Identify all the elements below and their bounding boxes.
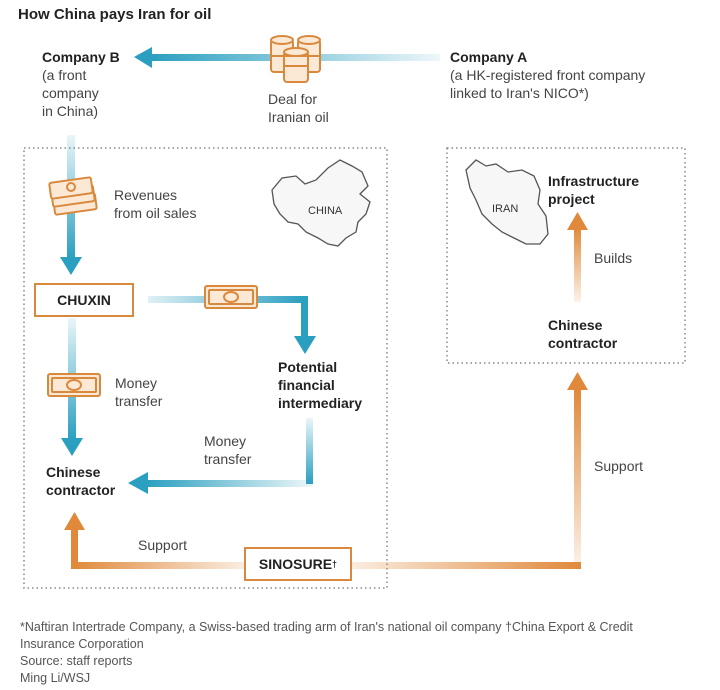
intermediary-label: Potential financial intermediary bbox=[278, 358, 362, 412]
money-icon-mid bbox=[204, 285, 258, 309]
company-a-name: Company A bbox=[450, 49, 528, 65]
iran-map-label: IRAN bbox=[492, 203, 519, 215]
intermediary-3: intermediary bbox=[278, 395, 363, 411]
chinese-contractor-left: Chinese contractor bbox=[46, 463, 115, 499]
builds-arrow bbox=[567, 212, 588, 302]
sinosure-box: SINOSURE† bbox=[244, 547, 352, 581]
chuxin-box: CHUXIN bbox=[34, 283, 134, 317]
intermediary-1: Potential bbox=[278, 359, 338, 375]
sinosure-name: SINOSURE bbox=[258, 556, 333, 572]
money-transfer-right-arrow bbox=[128, 418, 313, 494]
support-right-label: Support bbox=[594, 458, 644, 474]
chinese-contractor-right: Chinese contractor bbox=[548, 316, 617, 352]
company-b-desc-3: in China) bbox=[42, 103, 99, 119]
footnote-line-2: Insurance Corporation bbox=[20, 637, 144, 651]
support-left-arrow bbox=[64, 512, 245, 569]
company-a-desc-1: (a HK-registered front company bbox=[450, 67, 646, 83]
chinese-contractor-left-1: Chinese bbox=[46, 464, 101, 480]
builds-label: Builds bbox=[594, 250, 633, 266]
company-b-desc: (a front company in China) bbox=[42, 66, 120, 120]
infrastructure-1: Infrastructure bbox=[548, 173, 640, 189]
footnotes: *Naftiran Intertrade Company, a Swiss-ba… bbox=[20, 619, 710, 687]
company-a-desc-2: linked to Iran's NICO*) bbox=[450, 85, 589, 101]
revenues-label-1: Revenues bbox=[114, 187, 178, 203]
china-map-label: CHINA bbox=[308, 205, 343, 217]
china-region-frame bbox=[23, 147, 388, 589]
money-transfer-right-2: transfer bbox=[204, 451, 252, 467]
deal-label-2: Iranian oil bbox=[268, 109, 329, 125]
sinosure-mark: † bbox=[332, 559, 338, 569]
company-a-desc: (a HK-registered front company linked to… bbox=[450, 66, 645, 102]
source-note: Source: staff reports bbox=[20, 654, 133, 668]
footnote-line-1: *Naftiran Intertrade Company, a Swiss-ba… bbox=[20, 620, 633, 634]
money-stack-icon bbox=[48, 176, 98, 216]
company-b: Company B (a front company in China) bbox=[42, 48, 120, 120]
company-b-desc-1: (a front bbox=[42, 67, 87, 83]
deal-label: Deal for Iranian oil bbox=[268, 90, 329, 126]
intermediary-2: financial bbox=[278, 377, 335, 393]
iran-map bbox=[465, 159, 549, 245]
diagram-title: How China pays Iran for oil bbox=[18, 6, 212, 23]
chinese-contractor-right-1: Chinese bbox=[548, 317, 603, 333]
support-left-label: Support bbox=[138, 537, 188, 553]
revenues-label: Revenues from oil sales bbox=[114, 186, 196, 222]
company-a: Company A (a HK-registered front company… bbox=[450, 48, 645, 102]
iran-region-frame bbox=[446, 147, 686, 364]
money-transfer-left-2: transfer bbox=[115, 393, 163, 409]
deal-label-1: Deal for bbox=[268, 91, 318, 107]
company-b-name: Company B bbox=[42, 49, 120, 65]
chinese-contractor-left-2: contractor bbox=[46, 482, 116, 498]
chinese-contractor-right-2: contractor bbox=[548, 335, 618, 351]
money-transfer-right-1: Money bbox=[204, 433, 247, 449]
infrastructure-2: project bbox=[548, 191, 595, 207]
money-transfer-left-1: Money bbox=[115, 375, 158, 391]
china-map bbox=[271, 159, 371, 247]
company-b-desc-2: company bbox=[42, 85, 99, 101]
money-transfer-right-label: Money transfer bbox=[204, 432, 251, 468]
money-transfer-left-label: Money transfer bbox=[115, 374, 162, 410]
money-icon-left bbox=[47, 373, 101, 397]
revenues-label-2: from oil sales bbox=[114, 205, 197, 221]
credit-note: Ming Li/WSJ bbox=[20, 671, 91, 685]
support-right-arrow bbox=[350, 372, 588, 569]
infrastructure-project: Infrastructure project bbox=[548, 172, 639, 208]
oil-barrels-icon bbox=[270, 35, 321, 83]
